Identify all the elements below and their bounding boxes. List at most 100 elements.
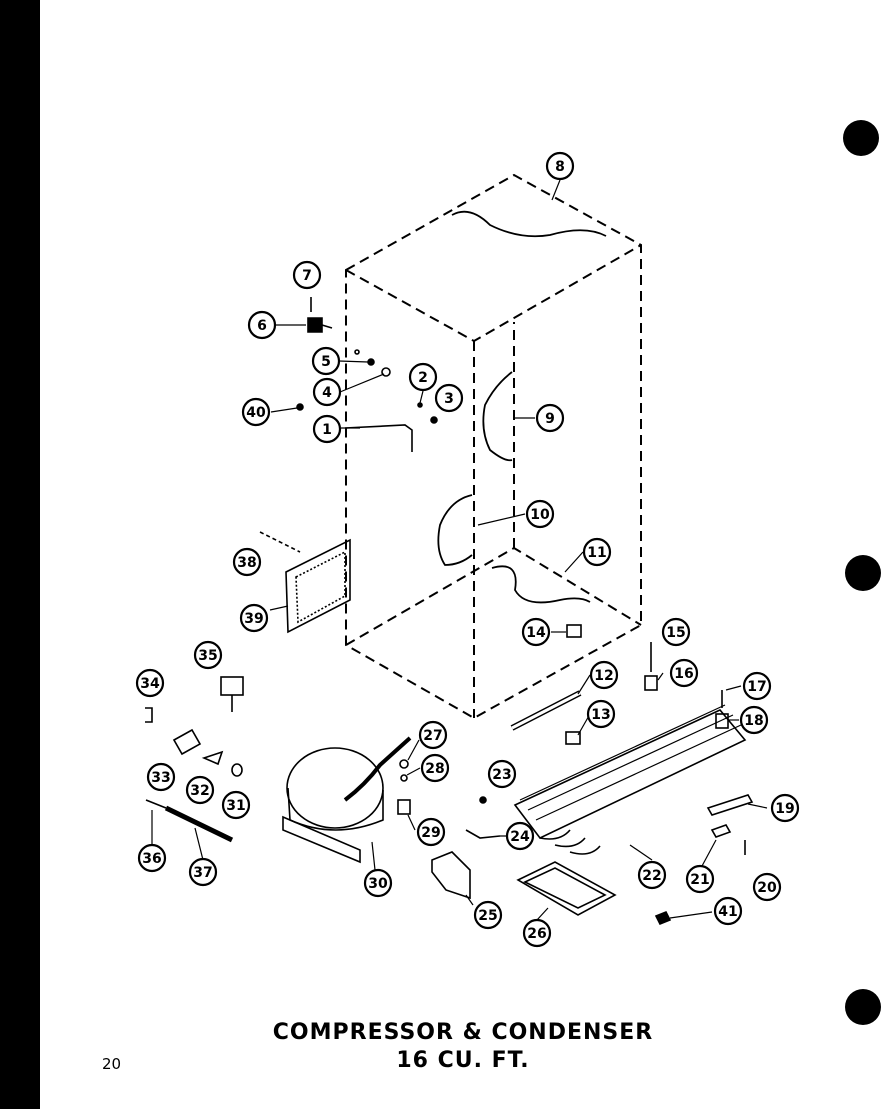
callout-label: 16 (674, 666, 693, 682)
callout-8: 8 (545, 151, 575, 181)
callout-label: 36 (142, 851, 161, 867)
callout-label: 17 (747, 679, 766, 695)
callout-circle (312, 377, 342, 407)
callout-circle (137, 843, 167, 873)
callout-circle (661, 617, 691, 647)
callout-circle (188, 857, 218, 887)
callout-label: 3 (444, 391, 454, 407)
callout-19: 19 (770, 793, 800, 823)
callout-label: 41 (718, 904, 737, 920)
callout-label: 7 (302, 268, 312, 284)
callout-12: 12 (589, 660, 619, 690)
callout-label: 32 (190, 783, 209, 799)
diagram-title: COMPRESSOR & CONDENSER (272, 1020, 654, 1045)
callout-label: 40 (246, 405, 266, 421)
callout-label: 13 (591, 707, 610, 723)
callout-circle (135, 668, 165, 698)
callout-circle (193, 640, 223, 670)
callout-circle (669, 658, 699, 688)
callout-label: 21 (690, 872, 709, 888)
callout-18: 18 (739, 705, 769, 735)
callout-label: 34 (140, 676, 160, 692)
callout-11: 11 (582, 537, 612, 567)
insulation-cutaways (437, 210, 607, 604)
binder-hole-top (843, 120, 879, 156)
callout-40: 40 (241, 397, 271, 427)
callout-2: 2 (408, 362, 438, 392)
callout-28: 28 (420, 753, 450, 783)
callout-circle (420, 753, 450, 783)
callout-label: 28 (425, 761, 444, 777)
callout-circle (241, 397, 271, 427)
callout-32: 32 (185, 775, 215, 805)
callout-label: 9 (545, 411, 555, 427)
callout-label: 27 (423, 728, 442, 744)
callout-circle (589, 660, 619, 690)
callout-label: 38 (237, 555, 256, 571)
callout-39: 39 (239, 603, 269, 633)
callout-29: 29 (416, 817, 446, 847)
callout-circle (545, 151, 575, 181)
callout-circle (521, 617, 551, 647)
callout-27: 27 (418, 720, 448, 750)
callout-17: 17 (742, 671, 772, 701)
callout-label: 31 (226, 798, 245, 814)
callout-label: 30 (368, 876, 388, 892)
leader-lines (151, 179, 768, 921)
callout-circle (311, 346, 341, 376)
callout-37: 37 (188, 857, 218, 887)
callout-label: 25 (478, 908, 497, 924)
callout-label: 37 (193, 865, 212, 881)
callout-36: 36 (137, 843, 167, 873)
callout-label: 2 (418, 370, 428, 386)
callout-circle (535, 403, 565, 433)
page-number: 20 (102, 1055, 122, 1073)
callout-label: 12 (594, 668, 613, 684)
parts-drawings (145, 297, 754, 926)
callout-circle (525, 499, 555, 529)
callout-1: 1 (312, 414, 342, 444)
callout-circle (247, 310, 277, 340)
callout-21: 21 (685, 864, 715, 894)
callout-label: 19 (775, 801, 794, 817)
callout-31: 31 (221, 790, 251, 820)
callout-label: 20 (757, 880, 777, 896)
callout-circle (221, 790, 251, 820)
callout-20: 20 (752, 872, 782, 902)
callout-35: 35 (193, 640, 223, 670)
callout-circle (418, 720, 448, 750)
callout-5: 5 (311, 346, 341, 376)
callout-label: 18 (744, 713, 763, 729)
callout-circle (522, 918, 552, 948)
callout-label: 11 (587, 545, 606, 561)
callout-circle (582, 537, 612, 567)
callout-circle (770, 793, 800, 823)
callout-circle (713, 896, 743, 926)
callout-circle (752, 872, 782, 902)
callout-circle (312, 414, 342, 444)
callout-label: 6 (257, 318, 267, 334)
callout-41: 41 (713, 896, 743, 926)
callout-circle (239, 603, 269, 633)
callout-4: 4 (312, 377, 342, 407)
callout-circle (685, 864, 715, 894)
callout-label: 33 (151, 770, 170, 786)
diagram-page (40, 0, 896, 1109)
callout-24: 24 (505, 821, 535, 851)
callout-15: 15 (661, 617, 691, 647)
callout-16: 16 (669, 658, 699, 688)
callout-label: 39 (244, 611, 263, 627)
callout-label: 1 (322, 422, 332, 438)
callout-circle (292, 260, 322, 290)
callout-22: 22 (637, 860, 667, 890)
callout-3: 3 (434, 383, 464, 413)
callout-circle (434, 383, 464, 413)
callout-circle (363, 868, 393, 898)
callout-38: 38 (232, 547, 262, 577)
callout-circle (408, 362, 438, 392)
callout-label: 35 (198, 648, 217, 664)
callout-circle (739, 705, 769, 735)
callout-label: 24 (510, 829, 530, 845)
callout-label: 29 (421, 825, 440, 841)
